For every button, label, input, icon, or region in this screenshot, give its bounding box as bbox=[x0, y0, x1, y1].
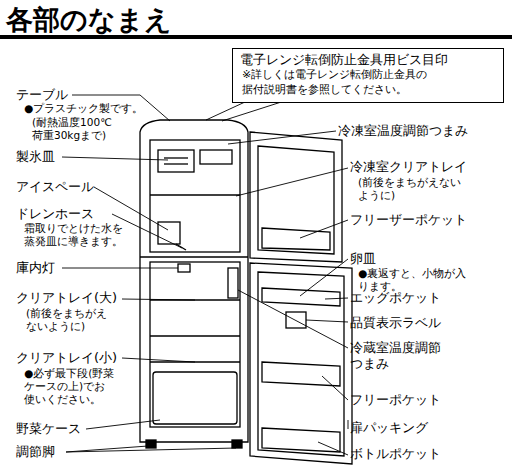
part-label: 冷凍室クリアトレイ bbox=[350, 159, 467, 175]
part-label: 霜取りでとけた水を 蒸発皿に導きます。 bbox=[24, 222, 136, 248]
part-label: クリアトレイ(大) bbox=[16, 290, 117, 306]
fridge-body bbox=[140, 120, 248, 448]
doors bbox=[250, 132, 352, 464]
part-label: ボトルポケット bbox=[350, 446, 441, 462]
part-label: 冷凍室温度調節つまみ bbox=[338, 123, 468, 139]
part-label: テーブル bbox=[16, 87, 68, 103]
part-label: ドレンホース bbox=[16, 206, 94, 222]
part-label: フリーザーポケット bbox=[350, 212, 467, 228]
part-label: 品質表示ラベル bbox=[350, 315, 441, 331]
part-label: (前後をまちがえ ないように) bbox=[26, 307, 126, 333]
part-label: 庫内灯 bbox=[16, 260, 55, 276]
part-label: 調節脚 bbox=[16, 444, 55, 460]
part-label: エッグポケット bbox=[350, 290, 441, 306]
title: 各部のなまえ bbox=[6, 2, 172, 38]
part-label: 製氷皿 bbox=[16, 149, 55, 165]
note-body: ※詳しくは電子レンジ転倒防止金具の 据付説明書を参照してください。 bbox=[240, 68, 496, 97]
note-heading: 電子レンジ転倒防止金具用ビス目印 bbox=[240, 52, 496, 68]
part-label: ●プラスチック製です。 bbox=[24, 102, 143, 115]
part-label: (耐熱温度100℃ 荷重30kgまで) bbox=[32, 116, 137, 142]
part-label: クリアトレイ(小) bbox=[16, 350, 117, 366]
part-label: 野菜ケース bbox=[16, 421, 81, 437]
note-box: 電子レンジ転倒防止金具用ビス目印※詳しくは電子レンジ転倒防止金具の 据付説明書を… bbox=[232, 48, 504, 103]
title-rule bbox=[0, 35, 512, 39]
part-label: 卵皿 bbox=[350, 251, 376, 267]
part-label: 扉パッキング bbox=[350, 420, 428, 436]
part-label: アイスペール bbox=[16, 179, 94, 195]
part-label: (前後をまちがえない ように) bbox=[358, 176, 488, 202]
part-label: フリーポケット bbox=[350, 392, 441, 408]
part-label: ●裏返すと、小物が入 ります。 bbox=[358, 267, 483, 293]
part-label: 冷蔵室温度調節 つまみ bbox=[350, 340, 460, 373]
leader-lines bbox=[62, 95, 348, 455]
part-label: ●必ず最下段(野菜 ケースの上)でお 使いください。 bbox=[24, 367, 139, 406]
